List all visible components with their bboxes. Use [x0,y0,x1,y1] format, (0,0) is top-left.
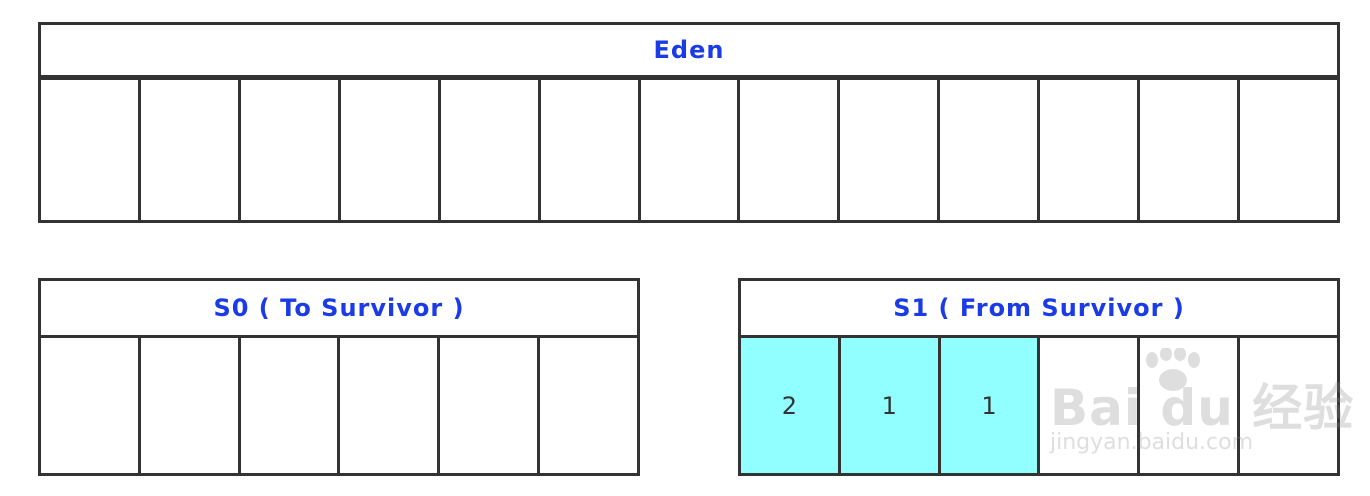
eden-cell [641,80,741,220]
eden-cells [41,80,1337,220]
s0-cell [41,338,141,473]
s0-cell [340,338,441,473]
s1-cells: 2 1 1 [741,338,1337,473]
eden-cell [740,80,841,220]
s1-cell: 1 [940,338,1041,473]
s1-cell [1240,338,1337,473]
s1-cell: 2 [741,338,841,473]
s1-cell [1040,338,1141,473]
s1-cell [1140,338,1241,473]
eden-cell [940,80,1041,220]
eden-cell [441,80,541,220]
eden-cell [141,80,241,220]
eden-cell [541,80,641,220]
s1-region: S1 ( From Survivor ) 2 1 1 [738,278,1340,476]
s1-title: S1 ( From Survivor ) [741,281,1337,338]
eden-cell [241,80,341,220]
eden-cell [1240,80,1337,220]
s0-cell [241,338,341,473]
s0-cells [41,338,637,473]
eden-cell [1040,80,1141,220]
eden-cell [341,80,441,220]
s0-cell [540,338,637,473]
s0-cell [141,338,241,473]
s0-title: S0 ( To Survivor ) [41,281,637,338]
s1-cell: 1 [840,338,941,473]
eden-cell [840,80,941,220]
eden-title: Eden [41,25,1337,80]
eden-cell [1140,80,1241,220]
eden-region: Eden [38,22,1340,223]
eden-cell [41,80,141,220]
s0-cell [440,338,541,473]
s0-region: S0 ( To Survivor ) [38,278,640,476]
